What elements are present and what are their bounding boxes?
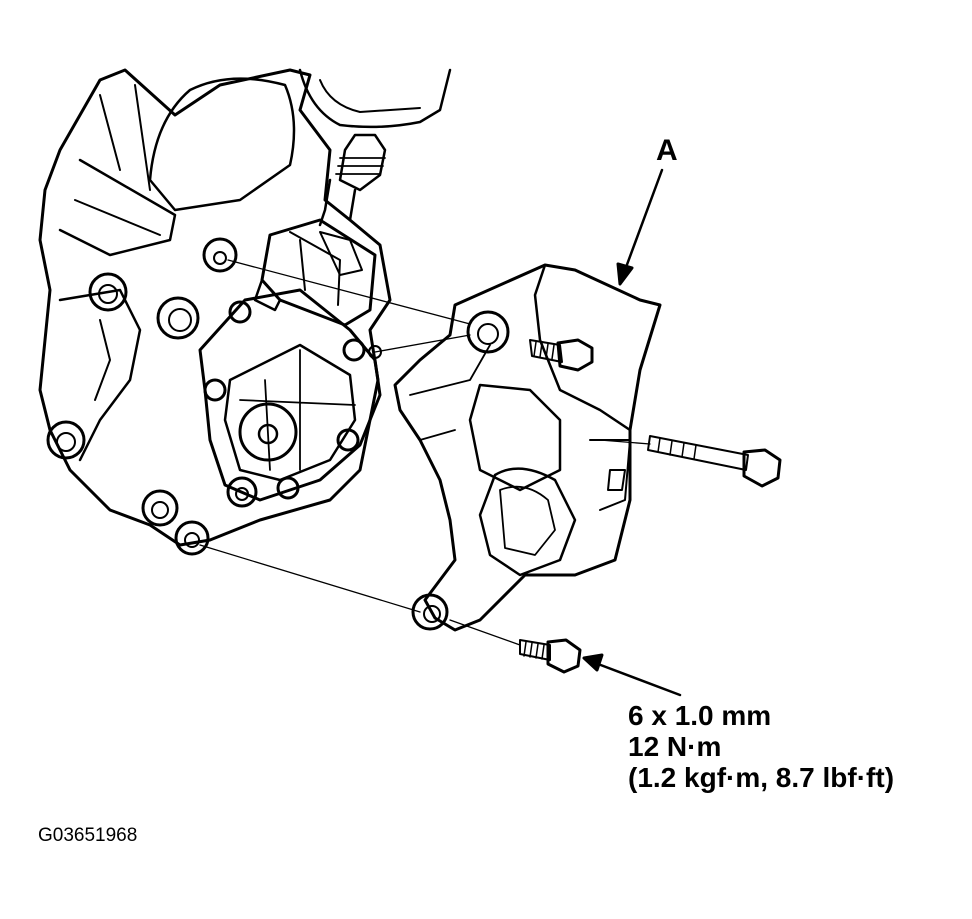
alignment-lines xyxy=(199,259,651,646)
harness-connector xyxy=(253,133,387,327)
torque-alt-units: (1.2 kgf·m, 8.7 lbf·ft) xyxy=(628,762,895,793)
cover-a xyxy=(393,263,662,632)
torque-spec: 6 x 1.0 mm 12 N·m (1.2 kgf·m, 8.7 lbf·ft… xyxy=(628,700,894,793)
torque-nm: 12 N·m xyxy=(628,731,722,762)
bolt-upper xyxy=(529,338,594,372)
figure-id: G03651968 xyxy=(38,825,138,846)
transmission-housing xyxy=(38,68,452,556)
callout-a-arrow xyxy=(616,168,664,286)
torque-arrow xyxy=(582,653,682,697)
bolt-lower xyxy=(519,638,582,674)
bolt-middle xyxy=(647,435,782,488)
callout-letter-a: A xyxy=(656,134,678,167)
bolt-size: 6 x 1.0 mm xyxy=(628,700,772,731)
range-sensor-body xyxy=(198,288,382,508)
